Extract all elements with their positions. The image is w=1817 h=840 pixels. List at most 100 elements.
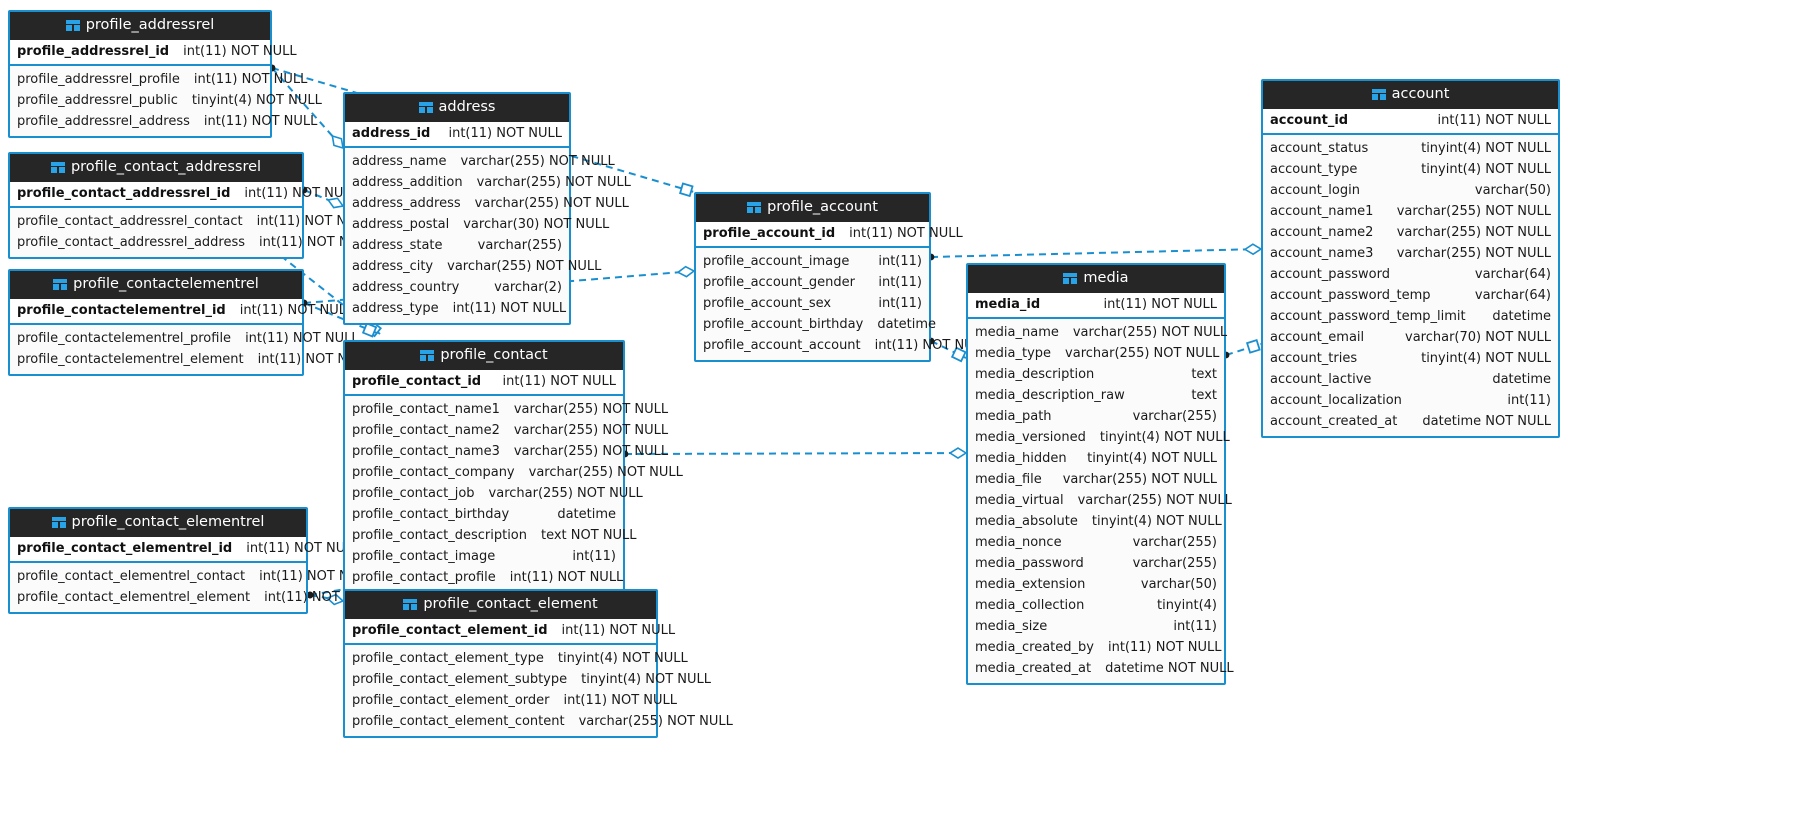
entity-header-media[interactable]: media (968, 265, 1224, 293)
entity-header-account[interactable]: account (1263, 81, 1558, 109)
entity-header-profile_addressrel[interactable]: profile_addressrel (10, 12, 270, 40)
column-name: address_country (352, 279, 460, 295)
entity-header-profile_account[interactable]: profile_account (696, 194, 929, 222)
entity-header-profile_contact[interactable]: profile_contact (345, 342, 623, 370)
column-type: int(11) (878, 295, 922, 311)
entity-header-profile_contactelementrel[interactable]: profile_contactelementrel (10, 271, 302, 299)
entity-header-profile_contact_elementrel[interactable]: profile_contact_elementrel (10, 509, 306, 537)
column-name: address_state (352, 237, 443, 253)
entity-header-profile_contact_element[interactable]: profile_contact_element (345, 591, 656, 619)
column-type: int(11) NOT NULL (183, 43, 297, 59)
entity-header-address[interactable]: address (345, 94, 569, 122)
entity-header-profile_contact_addressrel[interactable]: profile_contact_addressrel (10, 154, 302, 182)
